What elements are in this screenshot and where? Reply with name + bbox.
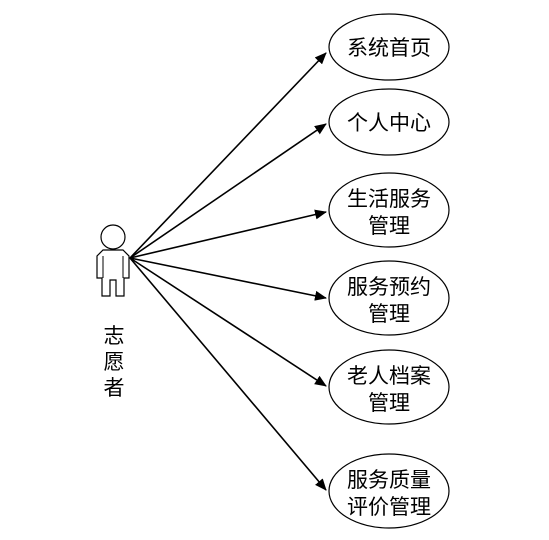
use-case-elderly-archive-management: 老人档案 管理	[328, 349, 450, 425]
use-case-ellipse	[328, 172, 450, 248]
actor-figure	[96, 224, 130, 297]
use-case-service-quality-evaluation-management: 服务质量 评价管理	[328, 453, 450, 529]
arrow-to-elderly-archive-management	[129, 257, 327, 387]
use-case-label-line-2: 管理	[368, 391, 410, 415]
use-case-ellipse	[328, 260, 450, 336]
use-case-personal-center: 个人中心	[328, 88, 450, 156]
use-case-system-home: 系统首页	[328, 13, 450, 81]
use-case-ellipse	[328, 88, 450, 156]
actor-name: 志 愿 者	[104, 324, 125, 400]
use-case-label-line-1: 老人档案	[347, 364, 431, 388]
actor-name-char-1: 志	[104, 324, 125, 348]
use-case-service-booking-management: 服务预约 管理	[328, 260, 450, 336]
arrow-to-service-quality-evaluation	[129, 257, 327, 491]
use-case-label-line-2: 管理	[368, 302, 410, 326]
arrow-to-service-booking-management	[129, 257, 327, 301]
use-case-ellipse	[328, 349, 450, 425]
use-case-label-line-1: 生活服务	[347, 187, 431, 211]
actor-name-char-2: 愿	[104, 350, 125, 374]
use-case-ellipse	[328, 13, 450, 81]
actor-head	[100, 224, 126, 250]
arrow-to-life-service-management	[129, 209, 327, 259]
use-case-label-line-2: 评价管理	[347, 495, 431, 519]
use-case-label: 个人中心	[347, 111, 431, 135]
use-case-label-line-1: 服务质量	[347, 468, 431, 492]
use-case-life-service-management: 生活服务 管理	[328, 172, 450, 248]
use-case-ellipse	[328, 453, 450, 529]
associations	[129, 52, 327, 491]
use-case-label-line-1: 服务预约	[347, 275, 431, 299]
actor-body	[96, 249, 130, 297]
arrow-to-personal-center	[129, 123, 327, 259]
arrow-to-system-home	[129, 52, 327, 259]
use-case-label: 系统首页	[347, 36, 431, 60]
use-case-label-line-2: 管理	[368, 214, 410, 238]
actor-name-char-3: 者	[104, 376, 125, 400]
